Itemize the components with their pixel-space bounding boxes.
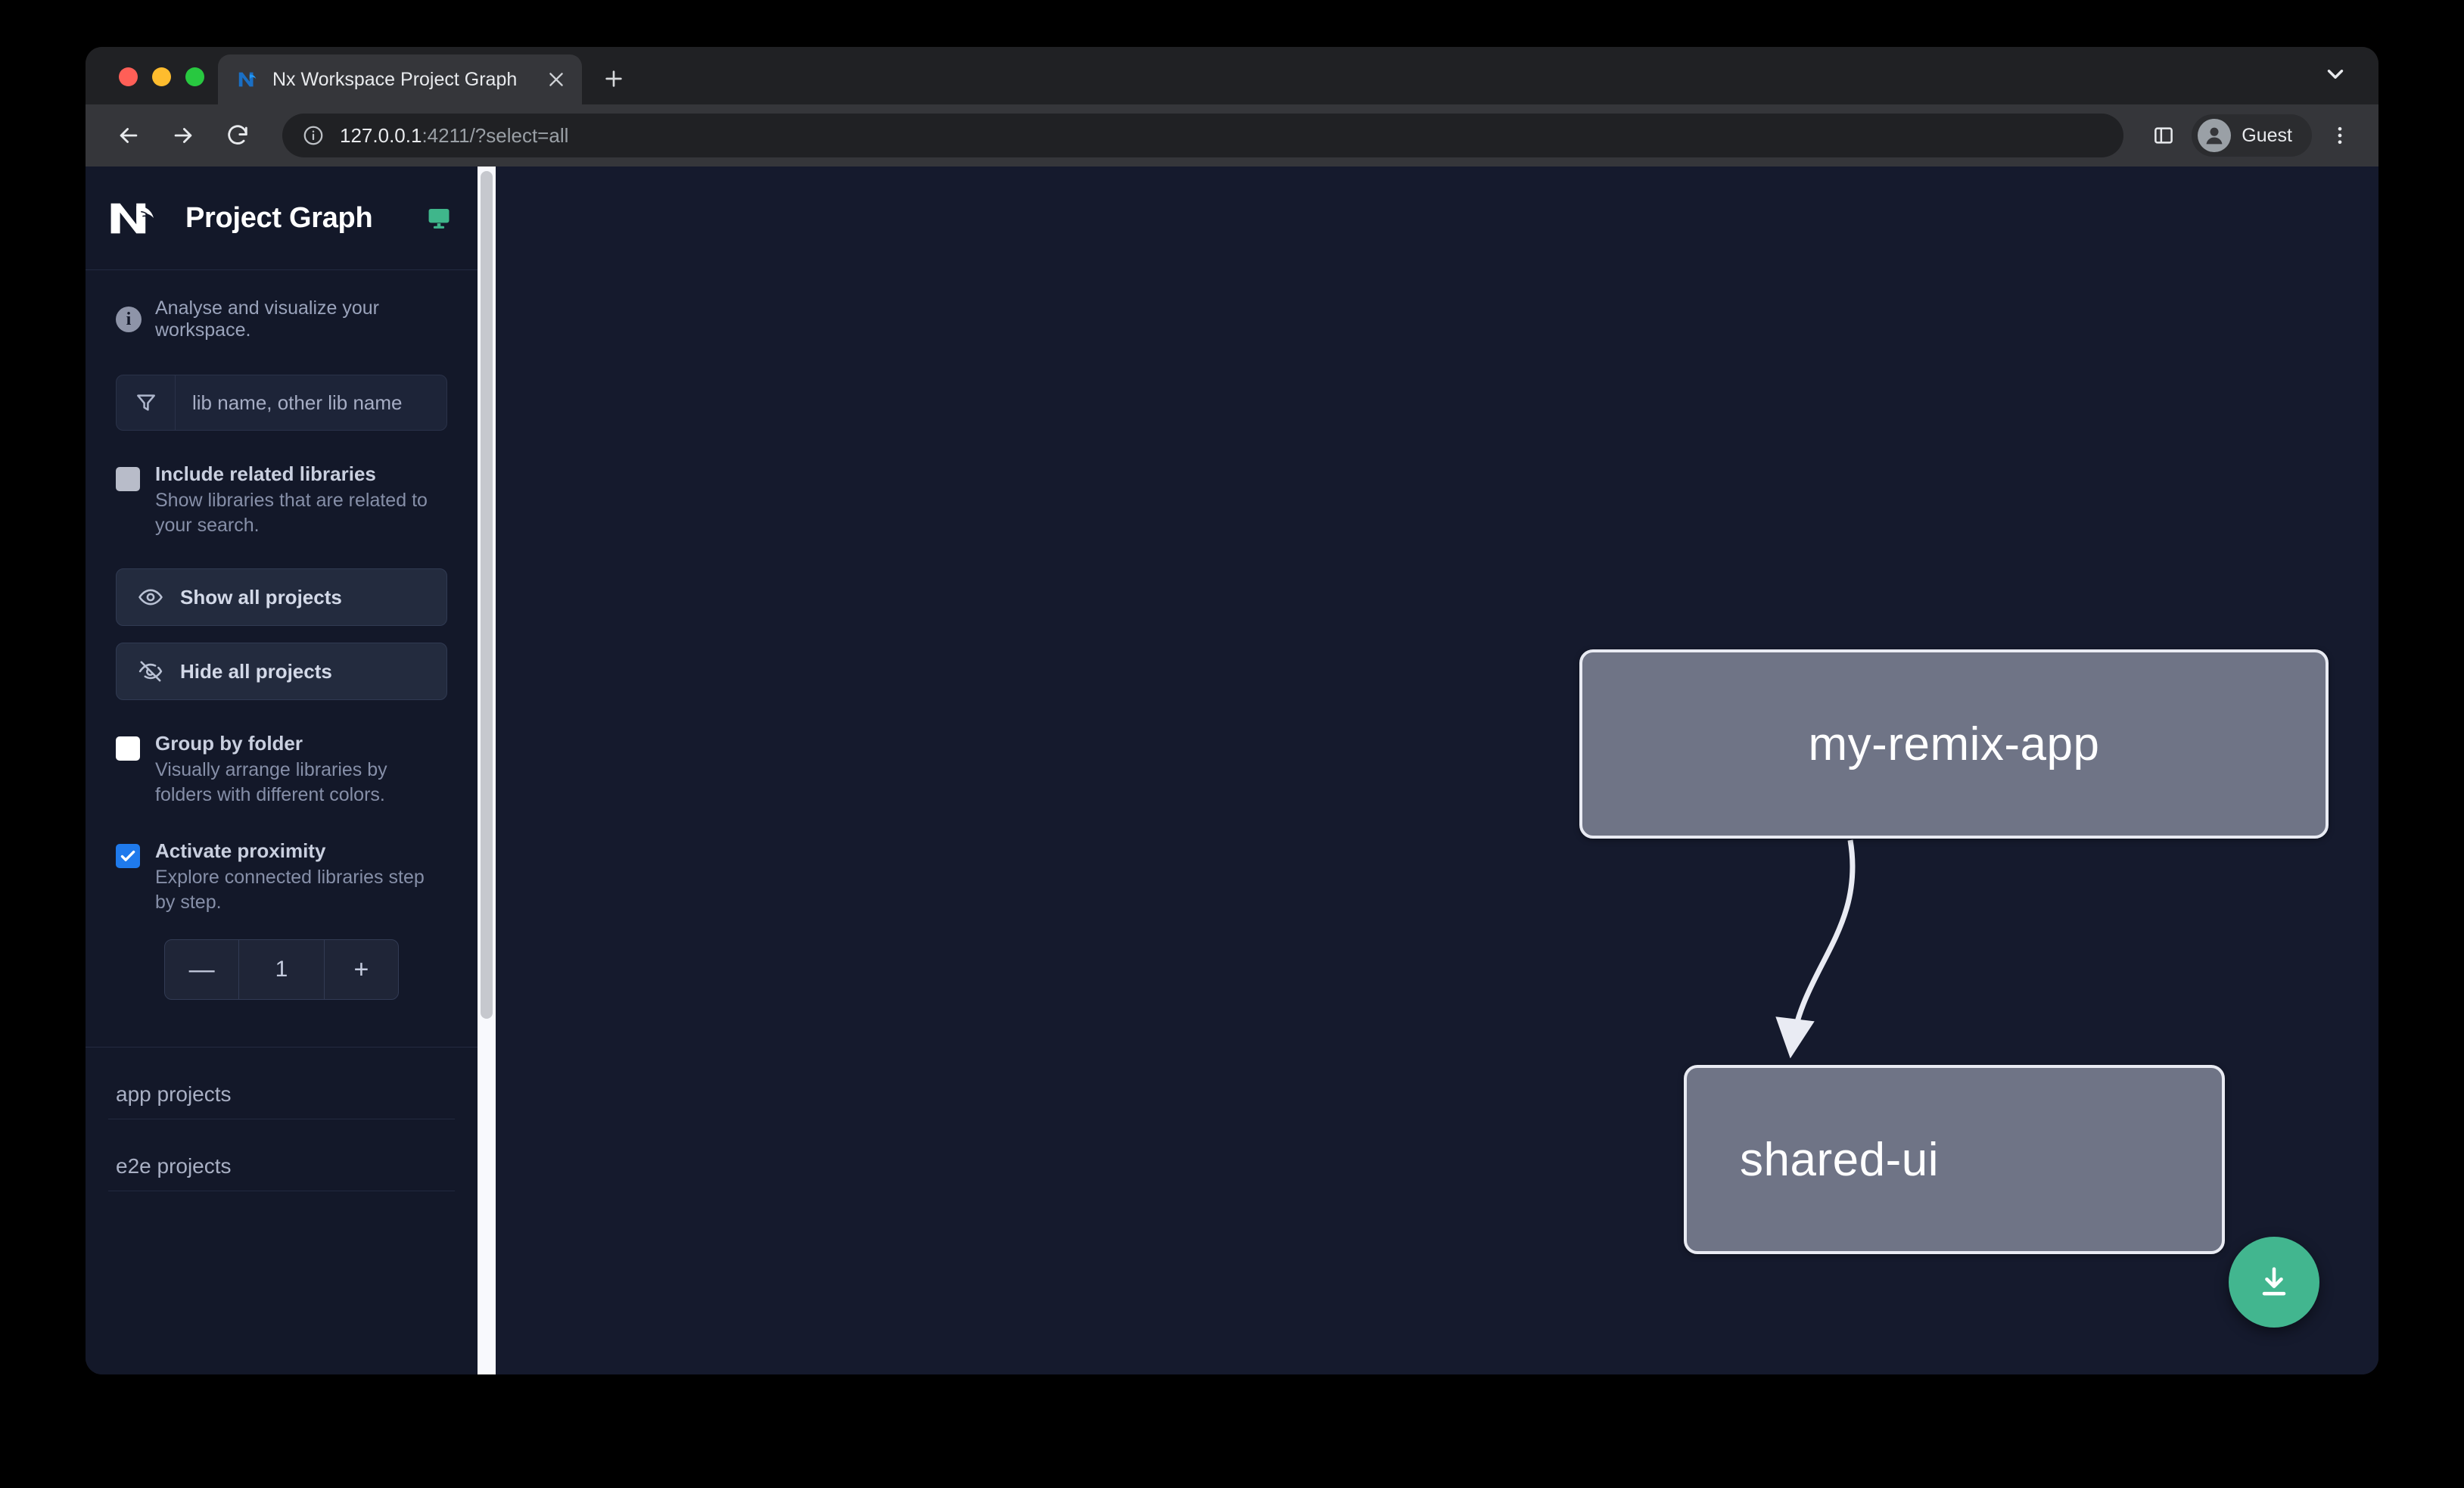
sidebar-item-activate-proximity[interactable]: Activate proximity Explore connected lib… (116, 839, 447, 915)
option-description: Explore connected libraries step by step… (155, 867, 425, 913)
option-title: Activate proximity (155, 839, 326, 862)
sidebar-item-include-related-libraries[interactable]: Include related libraries Show libraries… (116, 462, 447, 538)
sidebar-info-banner: i Analyse and visualize your workspace. (108, 270, 455, 341)
maximize-window-button[interactable] (185, 67, 204, 86)
proximity-value: 1 (238, 940, 325, 999)
chevron-down-icon[interactable] (2322, 61, 2348, 91)
eye-off-icon (138, 658, 163, 684)
window-controls (102, 67, 218, 104)
reload-icon[interactable] (214, 112, 261, 159)
tab-close-icon[interactable] (541, 64, 571, 95)
spacer (108, 626, 455, 643)
new-tab-button[interactable] (593, 58, 635, 100)
hide-all-projects-button[interactable]: Hide all projects (116, 643, 447, 700)
info-circle-icon[interactable] (302, 124, 325, 147)
search-input[interactable]: lib name, other lib name (192, 391, 403, 414)
address-bar[interactable]: 127.0.0.1:4211/?select=all (282, 114, 2124, 157)
show-all-projects-label: Show all projects (180, 585, 342, 609)
minimize-window-button[interactable] (152, 67, 171, 86)
graph-node-label: my-remix-app (1808, 718, 2100, 770)
filter-input-wrapper[interactable]: lib name, other lib name (116, 375, 447, 431)
url-host: 127.0.0.1 (340, 123, 422, 147)
proximity-increment-button[interactable]: + (353, 954, 369, 984)
profile-label: Guest (2242, 124, 2292, 146)
address-bar-url: 127.0.0.1:4211/?select=all (340, 124, 568, 148)
nx-logo-icon (108, 200, 163, 236)
group-by-folder-text: Group by folder Visually arrange librari… (155, 732, 447, 808)
project-graph-canvas[interactable]: my-remix-app shared-ui (496, 167, 2378, 1374)
arrow-left-icon[interactable] (105, 112, 152, 159)
spacer (108, 538, 455, 568)
page-content: Project Graph i Analyse and visualize yo… (86, 167, 2378, 1374)
group-by-folder-checkbox[interactable] (116, 736, 140, 761)
download-icon (2254, 1262, 2294, 1302)
group-header-app-projects[interactable]: app projects (108, 1048, 455, 1119)
sidebar-body: i Analyse and visualize your workspace. … (86, 270, 478, 1000)
arrow-right-icon[interactable] (160, 112, 207, 159)
person-avatar-icon (2198, 119, 2232, 152)
activate-proximity-checkbox[interactable] (116, 844, 140, 868)
funnel-filter-icon (117, 375, 176, 430)
option-description: Show libraries that are related to your … (155, 490, 428, 536)
tab-title: Nx Workspace Project Graph (272, 68, 518, 90)
graph-node-my-remix-app[interactable]: my-remix-app (1579, 649, 2329, 839)
sidebar-divider (86, 1047, 478, 1048)
option-description: Visually arrange libraries by folders wi… (155, 759, 387, 805)
info-icon: i (116, 307, 142, 332)
sidebar-item-group-by-folder[interactable]: Group by folder Visually arrange librari… (116, 732, 447, 808)
proximity-stepper: — 1 + (164, 939, 399, 1000)
nx-logo-favicon-icon (236, 68, 259, 91)
show-all-projects-button[interactable]: Show all projects (116, 568, 447, 626)
hide-all-projects-label: Hide all projects (180, 659, 332, 683)
sidebar-scrollbar[interactable] (478, 167, 496, 1374)
proximity-decrement-button[interactable]: — (188, 954, 215, 984)
page-title: Project Graph (185, 201, 373, 234)
side-panel-icon[interactable] (2142, 114, 2186, 157)
sidebar-header: Project Graph (86, 167, 478, 270)
tab-strip: Nx Workspace Project Graph (86, 47, 2378, 104)
monitor-icon[interactable] (426, 205, 452, 231)
eye-icon (138, 584, 163, 610)
sidebar-scrollbar-thumb[interactable] (481, 171, 493, 1019)
profile-button[interactable]: Guest (2192, 114, 2312, 157)
include-related-libraries-text: Include related libraries Show libraries… (155, 462, 447, 538)
three-dots-vertical-icon[interactable] (2318, 114, 2362, 157)
download-graph-button[interactable] (2229, 1237, 2319, 1328)
option-title: Group by folder (155, 732, 303, 755)
close-window-button[interactable] (119, 67, 138, 86)
sidebar: Project Graph i Analyse and visualize yo… (86, 167, 478, 1374)
option-title: Include related libraries (155, 462, 376, 485)
graph-node-shared-ui[interactable]: shared-ui (1684, 1065, 2225, 1254)
toolbar-right-actions: Guest (2142, 114, 2362, 157)
graph-node-label: shared-ui (1740, 1133, 1939, 1186)
browser-tab[interactable]: Nx Workspace Project Graph (218, 54, 583, 104)
browser-window: Nx Workspace Project Graph (86, 47, 2378, 1374)
group-header-e2e-projects[interactable]: e2e projects (108, 1119, 455, 1191)
browser-toolbar: 127.0.0.1:4211/?select=all Guest (86, 104, 2378, 167)
include-related-libraries-checkbox[interactable] (116, 467, 140, 491)
url-path: :4211/?select=all (422, 123, 569, 147)
activate-proximity-text: Activate proximity Explore connected lib… (155, 839, 447, 915)
sidebar-info-text: Analyse and visualize your workspace. (155, 297, 379, 341)
